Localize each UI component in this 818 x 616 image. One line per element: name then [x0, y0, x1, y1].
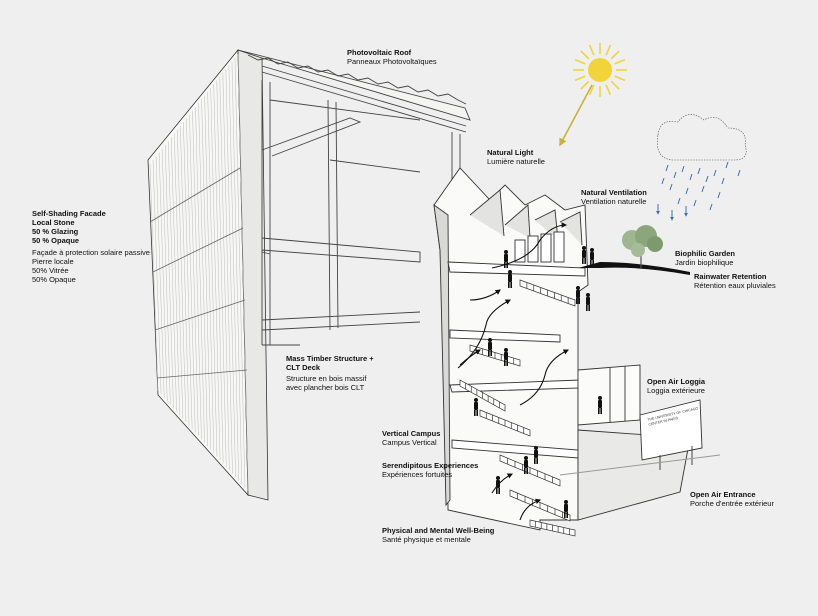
person-icon — [504, 250, 508, 268]
person-icon — [534, 446, 538, 464]
mass-timber-label: Mass Timber Structure + CLT Deck Structu… — [286, 354, 374, 392]
loggia-subtitle: Loggia extérieure — [647, 386, 705, 395]
entrance-subtitle: Porche d'entrée extérieur — [690, 499, 774, 508]
rainwater-title: Rainwater Retention — [694, 272, 767, 281]
person-icon — [488, 338, 492, 356]
natural-ventilation-label: Natural Ventilation Ventilation naturell… — [581, 188, 647, 206]
serendipitous-label: Serendipitous Experiences Expériences fo… — [382, 461, 478, 479]
wellbeing-label: Physical and Mental Well-Being Santé phy… — [382, 526, 494, 544]
mass-timber-sub-line: avec plancher bois CLT — [286, 383, 365, 392]
person-icon — [590, 248, 594, 266]
loggia-label: Open Air Loggia Loggia extérieure — [647, 377, 705, 395]
natural-light-subtitle: Lumière naturelle — [487, 157, 545, 166]
serendipitous-subtitle: Expériences fortuites — [382, 470, 453, 479]
person-icon — [598, 396, 602, 414]
natural-light-title: Natural Light — [487, 148, 534, 157]
person-icon — [582, 246, 586, 264]
photovoltaic-roof-title: Photovoltaic Roof — [347, 48, 412, 57]
garden-roof — [578, 262, 690, 275]
loggia-title: Open Air Loggia — [647, 377, 706, 386]
mass-timber-title-line: CLT Deck — [286, 363, 321, 372]
tree-icon — [622, 225, 663, 268]
vertical-campus-label: Vertical Campus Campus Vertical — [382, 429, 440, 447]
rainwater-label: Rainwater Retention Rétention eaux pluvi… — [694, 272, 776, 290]
facade-title-line: Local Stone — [32, 218, 75, 227]
person-icon — [474, 398, 478, 416]
person-icon — [508, 270, 512, 288]
facade-sub-line: 50% Vitrée — [32, 266, 69, 275]
wellbeing-title: Physical and Mental Well-Being — [382, 526, 495, 535]
wellbeing-subtitle: Santé physique et mentale — [382, 535, 471, 544]
arrow-icon — [457, 222, 569, 521]
facade-title-line: 50 % Opaque — [32, 236, 80, 245]
atrium-section — [433, 167, 721, 537]
mass-timber-title-line: Mass Timber Structure + — [286, 354, 374, 363]
vertical-campus-title: Vertical Campus — [382, 429, 441, 438]
vertical-campus-subtitle: Campus Vertical — [382, 438, 437, 447]
serendipitous-title: Serendipitous Experiences — [382, 461, 479, 470]
timber-frame — [237, 49, 471, 346]
facade-title-line: 50 % Glazing — [32, 227, 79, 236]
person-icon — [564, 500, 568, 518]
person-icon — [524, 456, 528, 474]
facade-sub-line: Façade à protection solaire passive — [32, 248, 150, 257]
biophilic-garden-label: Biophilic Garden Jardin biophilique — [675, 249, 735, 267]
natural-light-label: Natural Light Lumière naturelle — [487, 148, 545, 166]
person-icon — [496, 476, 500, 494]
person-icon — [576, 286, 580, 304]
person-icon — [504, 348, 508, 366]
person-icon — [474, 246, 602, 518]
biophilic-garden-subtitle: Jardin biophilique — [675, 258, 734, 267]
facade-label: Self-Shading Facade Local Stone 50 % Gla… — [32, 209, 150, 284]
photovoltaic-roof-label: Photovoltaic Roof Panneaux Photovoltaïqu… — [347, 48, 437, 66]
natural-ventilation-title: Natural Ventilation — [581, 188, 647, 197]
person-icon — [586, 293, 590, 311]
mass-timber-sub-line: Structure en bois massif — [286, 374, 367, 383]
rainwater-subtitle: Rétention eaux pluviales — [694, 281, 776, 290]
biophilic-garden-title: Biophilic Garden — [675, 249, 736, 258]
facade-title-line: Self-Shading Facade — [32, 209, 106, 218]
rain-cloud-icon — [656, 114, 747, 221]
natural-ventilation-subtitle: Ventilation naturelle — [581, 197, 647, 206]
entrance-label: Open Air Entrance Porche d'entrée extéri… — [690, 490, 774, 508]
facade-block — [147, 48, 269, 501]
photovoltaic-roof-subtitle: Panneaux Photovoltaïques — [347, 57, 437, 66]
entrance-title: Open Air Entrance — [690, 490, 756, 499]
facade-sub-line: 50% Opaque — [32, 275, 76, 284]
facade-sub-line: Pierre locale — [32, 257, 74, 266]
sun-icon — [559, 43, 627, 147]
